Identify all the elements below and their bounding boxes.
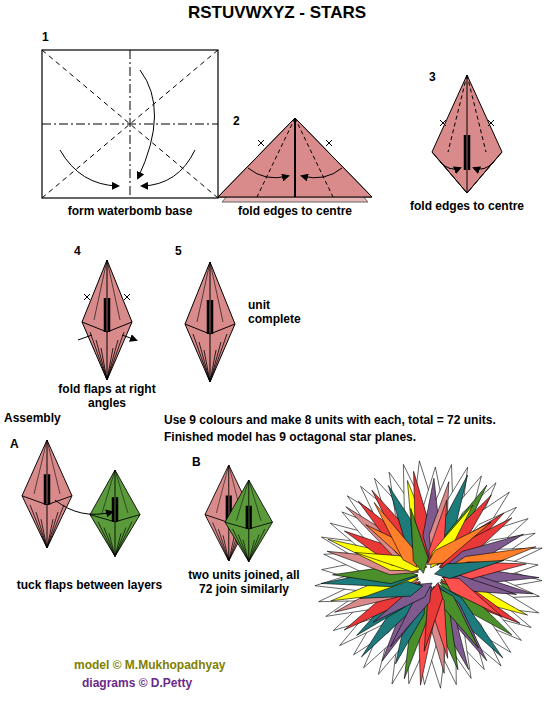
star-spike <box>360 581 423 598</box>
step-caption: two units joined, all 72 join similarly <box>185 568 303 596</box>
joined-unit-green <box>225 480 273 562</box>
star-spike <box>411 508 428 573</box>
step4-marks <box>84 294 130 300</box>
credit: model © M.Mukhopadhyay <box>74 658 294 672</box>
step-caption: fold edges to centre <box>392 199 542 213</box>
credit: diagrams © D.Petty <box>82 676 302 690</box>
star-ball <box>315 461 542 688</box>
step1-square <box>42 50 218 198</box>
step-number: 1 <box>42 30 49 44</box>
step-number: 3 <box>429 70 436 84</box>
note: Use 9 colours and make 8 units with each… <box>164 413 554 427</box>
step-number: 2 <box>233 114 240 128</box>
step5-unit <box>185 262 235 382</box>
step-letter: B <box>192 455 201 469</box>
title: RSTUVWXYZ - STARS <box>0 3 554 23</box>
note: Finished model has 9 octagonal star plan… <box>164 430 554 444</box>
step-caption: fold edges to centre <box>215 204 375 218</box>
star-spike <box>427 522 491 564</box>
step-caption: fold flaps at right angles <box>52 382 162 410</box>
step-caption: unit complete <box>248 298 318 326</box>
step-caption: form waterbomb base <box>30 204 230 218</box>
step4-unit <box>82 260 132 380</box>
tuck-arrow <box>55 500 112 514</box>
star-spike <box>435 560 504 578</box>
step-letter: A <box>10 437 19 451</box>
section-heading: Assembly <box>4 411 61 425</box>
step-number: 4 <box>74 244 81 258</box>
assembly-unit-red <box>22 440 72 548</box>
step4-arrows <box>78 335 136 340</box>
step3-kite <box>432 75 502 193</box>
assembly-unit-green <box>90 470 140 556</box>
step-caption: tuck flaps between layers <box>2 578 177 592</box>
step-number: 5 <box>175 244 182 258</box>
step2-triangle <box>218 118 372 202</box>
